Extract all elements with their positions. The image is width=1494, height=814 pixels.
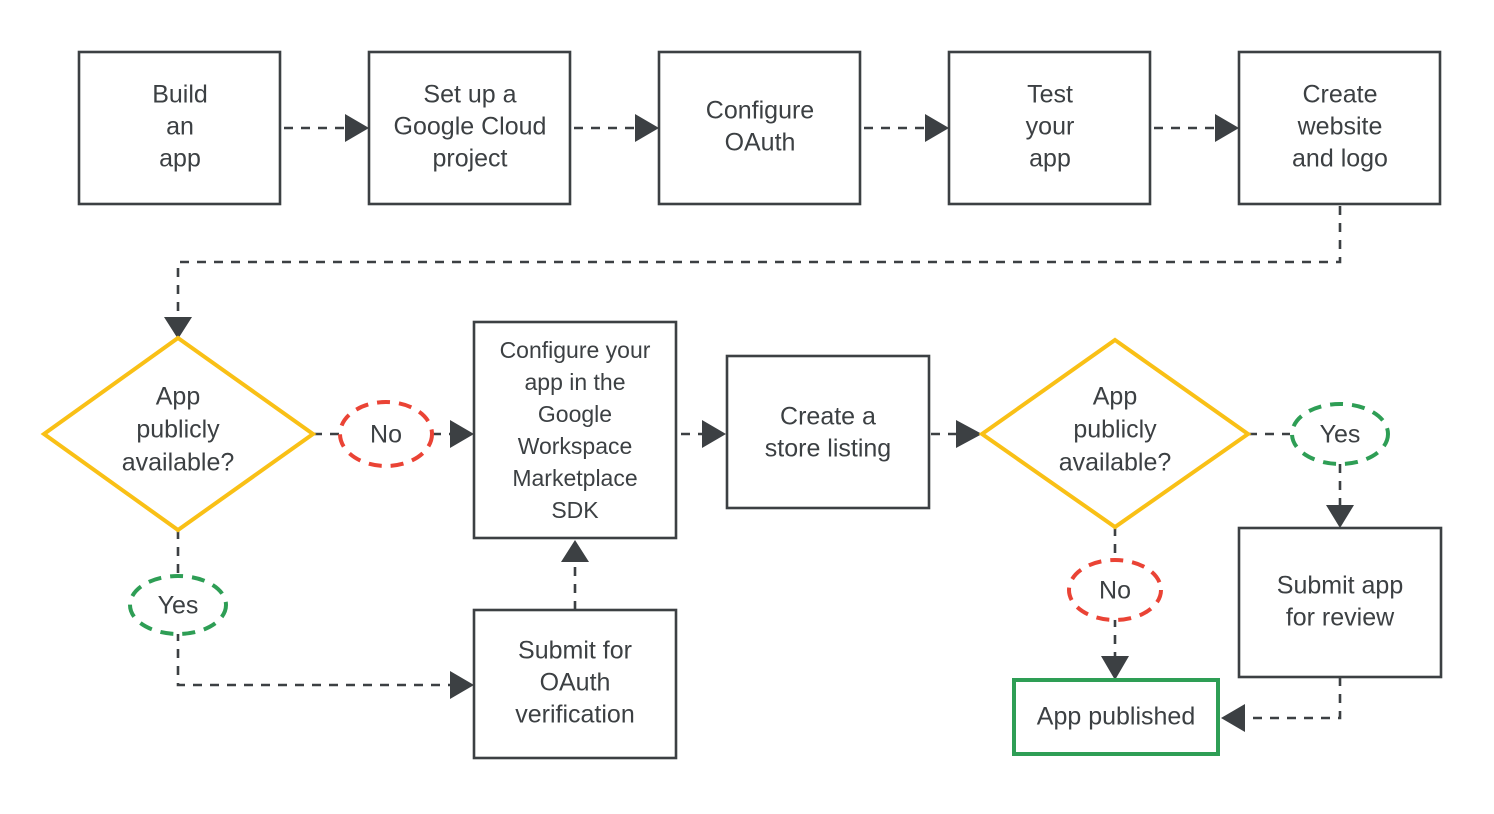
node-create-website-line-3: and logo xyxy=(1292,145,1388,173)
edge-yes-label-2-to-submit-review xyxy=(1326,464,1354,528)
node-create-website-line-2: website xyxy=(1297,113,1383,141)
submit-oauth-line-1: Submit for xyxy=(518,637,632,665)
node-app-published[interactable]: App published xyxy=(1012,678,1220,756)
node-decision-app-publicly-available-1[interactable]: App publicly available? xyxy=(40,335,317,533)
sdk-line-2: app in the xyxy=(524,369,625,395)
edge-configure-oauth-to-test-app xyxy=(864,114,949,142)
node-configure-app-in-marketplace-sdk[interactable]: Configure your app in the Google Workspa… xyxy=(472,320,678,540)
node-test-your-app-line-2: your xyxy=(1026,113,1075,141)
submit-review-line-1: Submit app xyxy=(1277,572,1403,600)
node-test-your-app[interactable]: Test your app xyxy=(947,50,1152,206)
node-create-a-store-listing[interactable]: Create a store listing xyxy=(725,354,931,510)
node-set-up-google-cloud-project[interactable]: Set up a Google Cloud project xyxy=(367,50,572,206)
node-cloud-project-line-3: project xyxy=(432,145,507,173)
edge-no-label-to-marketplace-sdk xyxy=(432,420,474,448)
yes-label-2-text: Yes xyxy=(1320,421,1361,449)
store-listing-line-2: store listing xyxy=(765,435,891,463)
store-listing-line-1: Create a xyxy=(780,403,876,431)
node-cloud-project-line-2: Google Cloud xyxy=(394,113,547,141)
edge-submit-review-to-app-published xyxy=(1221,677,1342,732)
decision-1-line-3: available? xyxy=(122,449,235,477)
node-configure-oauth-line-2: OAuth xyxy=(725,129,796,157)
yes-label-1-text: Yes xyxy=(158,592,199,620)
submit-review-line-2: for review xyxy=(1286,604,1395,632)
submit-oauth-line-2: OAuth xyxy=(540,669,611,697)
node-decision-app-publicly-available-2[interactable]: App publicly available? xyxy=(978,337,1252,530)
sdk-line-4: Workspace xyxy=(518,433,633,459)
edge-no-label-2-to-app-published xyxy=(1101,618,1129,680)
decision-1-line-2: publicly xyxy=(136,416,220,444)
edge-submit-oauth-to-marketplace-sdk xyxy=(561,540,589,610)
app-published-line-1: App published xyxy=(1037,703,1195,731)
node-submit-for-oauth-verification[interactable]: Submit for OAuth verification xyxy=(472,608,678,760)
sdk-line-3: Google xyxy=(538,401,612,427)
edge-marketplace-sdk-to-store-listing xyxy=(681,420,726,448)
node-build-an-app-line-3: app xyxy=(159,145,201,173)
decision-1-line-1: App xyxy=(156,383,200,411)
edge-yes-label-to-submit-oauth xyxy=(176,632,474,699)
decision-2-line-3: available? xyxy=(1059,449,1172,477)
sdk-line-6: SDK xyxy=(551,497,599,523)
node-create-website-line-1: Create xyxy=(1302,81,1377,109)
node-test-your-app-line-1: Test xyxy=(1027,81,1073,109)
edge-build-to-cloud-project xyxy=(284,114,369,142)
edge-cloud-project-to-configure-oauth xyxy=(574,114,659,142)
branch-label-yes-1: Yes xyxy=(128,574,228,636)
node-create-website-and-logo[interactable]: Create website and logo xyxy=(1237,50,1442,206)
node-cloud-project-line-1: Set up a xyxy=(423,81,516,109)
sdk-line-5: Marketplace xyxy=(512,465,637,491)
node-build-an-app-line-2: an xyxy=(166,113,194,141)
branch-label-no-1: No xyxy=(338,400,434,468)
node-build-an-app-line-1: Build xyxy=(152,81,208,109)
no-label-1-text: No xyxy=(370,421,402,449)
node-build-an-app[interactable]: Build an app xyxy=(77,50,282,206)
node-configure-oauth-line-1: Configure xyxy=(706,97,814,125)
submit-oauth-line-3: verification xyxy=(515,701,635,729)
node-configure-oauth[interactable]: Configure OAuth xyxy=(657,50,862,206)
sdk-line-1: Configure your xyxy=(500,337,651,363)
node-test-your-app-line-3: app xyxy=(1029,145,1071,173)
edge-create-website-to-decision-1 xyxy=(164,206,1342,339)
edge-test-app-to-create-website xyxy=(1154,114,1239,142)
decision-2-line-1: App xyxy=(1093,383,1137,411)
node-submit-app-for-review[interactable]: Submit app for review xyxy=(1237,526,1443,679)
branch-label-no-2: No xyxy=(1067,558,1163,622)
branch-label-yes-2: Yes xyxy=(1290,402,1390,466)
edge-store-listing-to-decision-2 xyxy=(931,420,982,448)
decision-2-line-2: publicly xyxy=(1073,416,1157,444)
no-label-2-text: No xyxy=(1099,577,1131,605)
